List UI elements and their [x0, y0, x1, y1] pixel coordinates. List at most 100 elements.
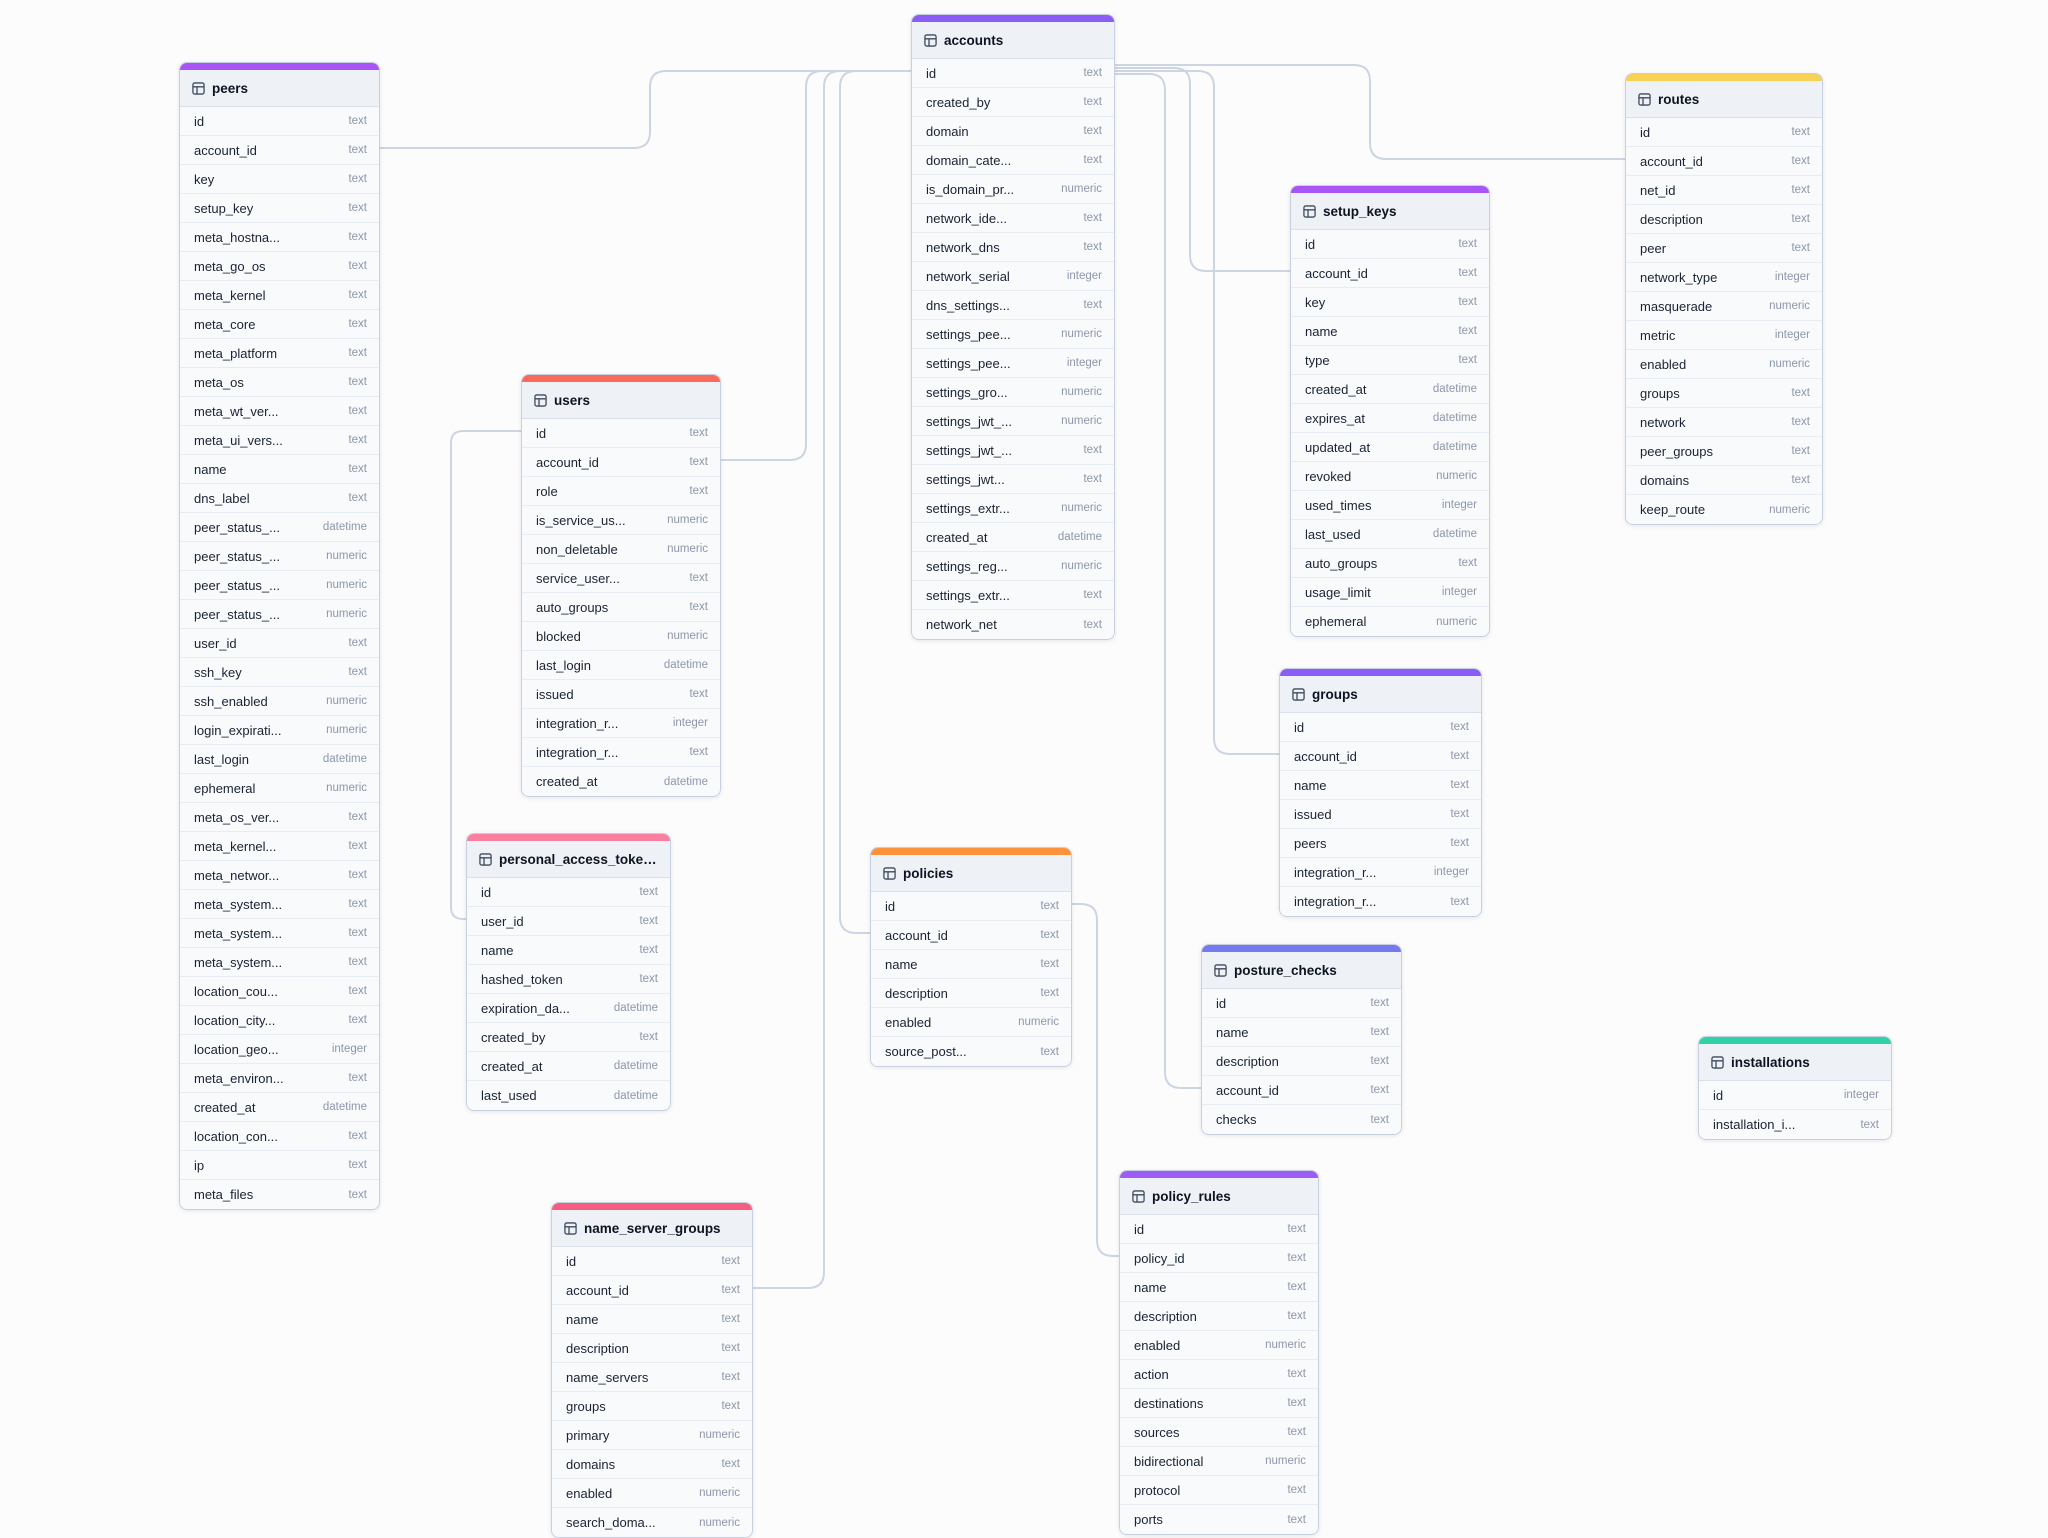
field-name: enabled — [1640, 356, 1687, 372]
table-header-groups[interactable]: groups — [1280, 676, 1481, 713]
table-header-installations[interactable]: installations — [1699, 1044, 1891, 1081]
field-name: id — [1216, 995, 1227, 1011]
field-type: text — [1860, 1118, 1879, 1131]
field-row-settings_gro: settings_gro...numeric — [912, 378, 1114, 407]
field-name: created_at — [926, 529, 988, 545]
field-name: meta_os — [194, 374, 244, 390]
field-type: text — [348, 492, 367, 504]
relationship-line-policy_rules-policy_id-policies-id[interactable] — [1071, 903, 1120, 1257]
table-title: setup_keys — [1323, 203, 1397, 219]
field-name: meta_hostna... — [194, 229, 280, 245]
field-type: text — [1450, 895, 1469, 908]
table-header-name_server_groups[interactable]: name_server_groups — [552, 1210, 752, 1247]
relationship-line-policies-account_id-accounts-id[interactable] — [839, 70, 912, 934]
field-name: account_id — [1216, 1082, 1279, 1098]
relationship-line-groups-account_id-accounts-id[interactable] — [1114, 70, 1280, 755]
field-name: enabled — [1134, 1337, 1181, 1353]
relationship-line-peers-account_id-accounts-id[interactable] — [379, 70, 912, 149]
field-type: text — [1083, 589, 1102, 601]
field-name: blocked — [536, 628, 581, 644]
field-name: id — [885, 898, 896, 914]
field-row-dns_settings: dns_settings...text — [912, 291, 1114, 320]
field-name: updated_at — [1305, 439, 1371, 455]
field-name: id — [194, 113, 205, 129]
relationship-line-setup_keys-account_id-accounts-id[interactable] — [1114, 67, 1291, 272]
field-name: meta_system... — [194, 954, 283, 970]
field-name: last_login — [194, 751, 249, 767]
table-header-routes[interactable]: routes — [1626, 81, 1822, 118]
field-type: text — [1287, 1397, 1306, 1409]
field-type: numeric — [326, 695, 367, 707]
field-type: integer — [1774, 329, 1810, 341]
field-name: location_geo... — [194, 1041, 279, 1057]
table-header-posture_checks[interactable]: posture_checks — [1202, 952, 1401, 989]
relationship-line-users-account_id-accounts-id[interactable] — [720, 70, 912, 461]
field-type: integer — [1843, 1089, 1879, 1101]
table-header-users[interactable]: users — [522, 382, 720, 419]
field-name: location_cou... — [194, 983, 278, 999]
field-row-meta_environ: meta_environ...text — [180, 1064, 379, 1093]
field-name: ephemeral — [1305, 614, 1367, 629]
field-name: location_city... — [194, 1012, 276, 1028]
field-name: location_con... — [194, 1128, 278, 1144]
field-type: text — [348, 985, 367, 997]
relationship-line-posture_checks-account_id-accounts-id[interactable] — [1114, 73, 1202, 1089]
table-header-peers[interactable]: peers — [180, 70, 379, 107]
field-type: text — [639, 915, 658, 927]
field-name: created_at — [194, 1099, 256, 1115]
table-color-strip — [871, 848, 1071, 855]
field-type: text — [721, 1284, 740, 1296]
table-header-setup_keys[interactable]: setup_keys — [1291, 193, 1489, 230]
field-name: metric — [1640, 327, 1676, 343]
field-type: numeric — [326, 608, 367, 620]
field-type: text — [1287, 1426, 1306, 1438]
field-type: text — [348, 869, 367, 881]
table-header-policy_rules[interactable]: policy_rules — [1120, 1178, 1318, 1215]
table-header-personal_access_tokens[interactable]: personal_access_tokens — [467, 841, 670, 878]
field-name: settings_extr... — [926, 587, 1010, 603]
field-name: settings_jwt_... — [926, 413, 1012, 429]
relationship-line-routes-account_id-accounts-id[interactable] — [1114, 64, 1626, 160]
relationship-line-name_server_groups-account_id-accounts-id[interactable] — [752, 70, 912, 1289]
table-header-policies[interactable]: policies — [871, 855, 1071, 892]
field-type: numeric — [1769, 358, 1810, 370]
relationship-line-personal_access_tokens-user_id-users-id[interactable] — [450, 430, 522, 920]
field-name: action — [1134, 1366, 1169, 1382]
field-name: network_serial — [926, 268, 1010, 284]
table-header-accounts[interactable]: accounts — [912, 22, 1114, 59]
field-type: text — [689, 746, 708, 758]
field-type: numeric — [1769, 503, 1810, 516]
field-name: created_at — [1305, 381, 1367, 397]
field-row-location_geo: location_geo...integer — [180, 1035, 379, 1064]
field-type: text — [1287, 1223, 1306, 1235]
field-type: text — [1450, 808, 1469, 820]
